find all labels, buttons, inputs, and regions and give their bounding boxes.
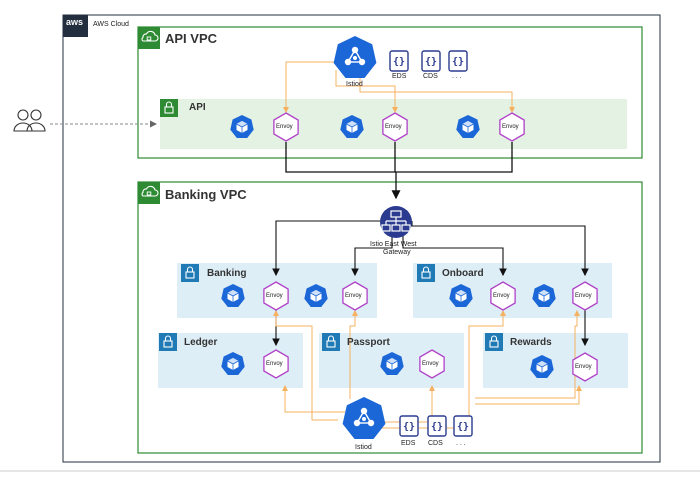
vpc-cloud-icon — [137, 181, 161, 205]
envoy-label: Envoy — [266, 361, 283, 367]
config-more-icon — [453, 415, 473, 437]
istiod-label: Istiod — [355, 444, 372, 451]
envoy-label: Envoy — [385, 124, 402, 130]
envoy-label: Envoy — [422, 361, 439, 367]
config-more-icon — [448, 50, 468, 72]
config-cds-label: CDS — [423, 73, 438, 80]
config-eds-icon — [389, 50, 409, 72]
subnet-lock-icon — [416, 263, 436, 283]
aws-cloud-boundary — [62, 14, 661, 463]
passport-subnet-label: Passport — [347, 337, 390, 348]
aws-logo — [63, 15, 88, 37]
api-vpc-title: API VPC — [165, 31, 218, 46]
rewards-subnet-label: Rewards — [510, 337, 552, 348]
ledger-subnet-label: Ledger — [184, 337, 218, 348]
config-eds-icon — [399, 415, 419, 437]
envoy-label: Envoy — [575, 293, 592, 299]
aws-logo-text: aws — [66, 17, 84, 27]
banking-subnet-label: Banking — [207, 268, 247, 279]
config-cds-label: CDS — [428, 440, 443, 447]
istiod-label: Istiod — [346, 81, 363, 88]
envoy-label: Envoy — [266, 293, 283, 299]
envoy-label: Envoy — [493, 293, 510, 299]
onboard-subnet-label: Onboard — [442, 268, 484, 279]
users-icon — [13, 109, 46, 132]
envoy-label: Envoy — [575, 364, 592, 370]
config-cds-icon — [427, 415, 447, 437]
subnet-lock-icon — [484, 332, 504, 352]
gateway-label-line2: Gateway — [383, 249, 411, 256]
config-more-label: . . . — [452, 73, 462, 80]
banking-vpc-title: Banking VPC — [165, 187, 247, 202]
envoy-label: Envoy — [345, 293, 362, 299]
envoy-label: Envoy — [502, 124, 519, 130]
vpc-cloud-icon — [137, 26, 161, 50]
api-vpc-boundary — [137, 26, 643, 159]
config-cds-icon — [421, 50, 441, 72]
gateway-icon — [380, 206, 412, 238]
gateway-label-line1: Istio East West — [370, 241, 417, 248]
istiod-icon — [341, 396, 387, 440]
rewards-subnet — [483, 333, 628, 388]
subnet-lock-icon — [180, 263, 200, 283]
subnet-lock-icon — [321, 332, 341, 352]
config-more-label: . . . — [456, 440, 466, 447]
subnet-lock-icon — [159, 98, 179, 118]
config-eds-label: EDS — [392, 73, 407, 80]
envoy-label: Envoy — [276, 124, 293, 130]
api-subnet-label: API — [189, 102, 206, 113]
config-eds-label: EDS — [401, 440, 416, 447]
istiod-icon — [332, 35, 378, 79]
banking-vpc-boundary — [137, 181, 643, 454]
subnet-lock-icon — [158, 332, 178, 352]
aws-cloud-label: AWS Cloud — [93, 21, 129, 28]
